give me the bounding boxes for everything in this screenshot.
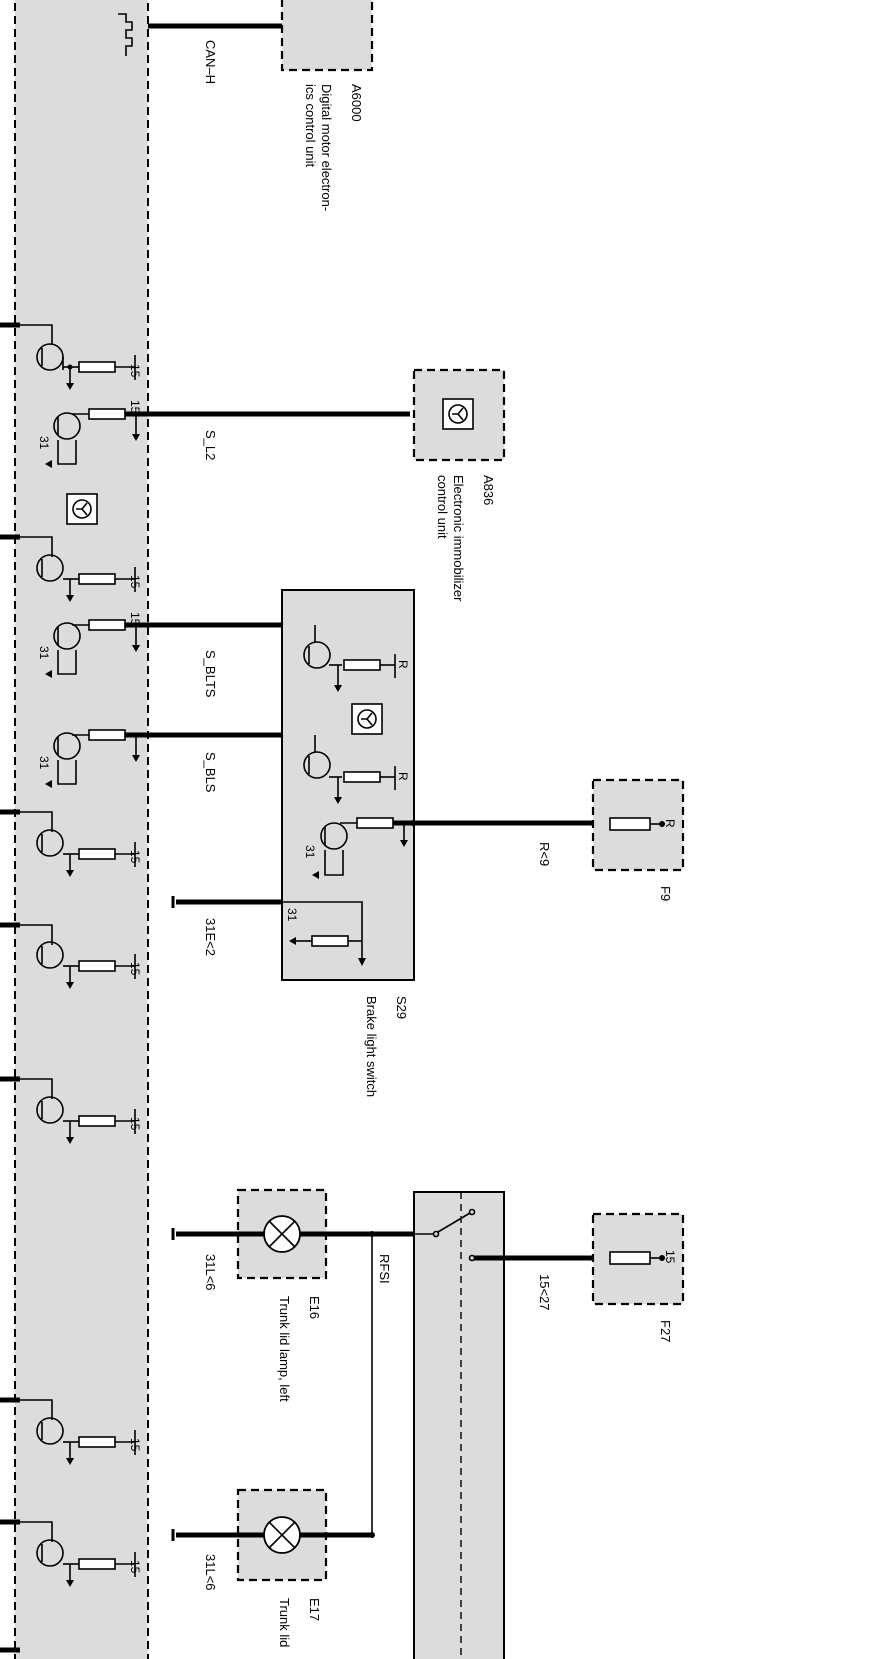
a6000-control-unit xyxy=(280,0,374,72)
s-bls-label: S_BLS xyxy=(203,752,218,793)
a6000-name-line2: ics control unit xyxy=(303,84,318,167)
pin-15: 15 xyxy=(128,962,142,976)
pin-15: 15 xyxy=(128,612,142,626)
pin-15: 15 xyxy=(128,1117,142,1131)
f27-fuse: 15 xyxy=(591,1212,685,1306)
f27-id: F27 xyxy=(658,1320,673,1342)
control-module-block xyxy=(14,0,149,1659)
s29-pin-r: R xyxy=(396,660,410,669)
f9-pin: R xyxy=(663,819,677,828)
e17-ground-label: 31L<6 xyxy=(203,1554,218,1591)
s-blts-label: S_BLTS xyxy=(203,650,218,698)
e17-id: E17 xyxy=(307,1598,322,1621)
a836-name-line2: control unit xyxy=(435,475,450,539)
a836-id: A836 xyxy=(481,475,496,505)
rfsi-label: RFSI xyxy=(377,1254,392,1284)
e16-ground-label: 31L<6 xyxy=(203,1254,218,1291)
a836-name-line1: Electronic immobilizer xyxy=(451,475,466,602)
a836-control-unit xyxy=(412,368,506,462)
driver-stage-7: 15 xyxy=(0,922,142,989)
e31-2-label: 31E<2 xyxy=(203,918,218,956)
f27-pin: 15 xyxy=(663,1250,677,1264)
s-l2-label: S_L2 xyxy=(203,430,218,460)
pin-15: 15 xyxy=(128,1560,142,1574)
e16-id: E16 xyxy=(307,1296,322,1319)
s29-id: S29 xyxy=(394,996,409,1019)
t15-27-label: 15<27 xyxy=(537,1274,552,1311)
s29-pin-31: 31 xyxy=(303,845,317,859)
f9-fuse: R xyxy=(591,778,685,872)
s29-pin-r: R xyxy=(396,772,410,781)
a6000-name-line1: Digital motor electron- xyxy=(319,84,334,211)
can-h-label: CAN–H xyxy=(203,40,218,84)
pin-15: 15 xyxy=(128,575,142,589)
s29-pin-31: 31 xyxy=(285,908,299,922)
driver-stage-9: 15 xyxy=(0,1397,142,1465)
pin-15: 15 xyxy=(128,364,142,378)
pin-31: 31 xyxy=(37,436,51,450)
pin-31: 31 xyxy=(37,646,51,660)
s29-brake-light-switch: R R 31 31 xyxy=(281,589,415,981)
driver-stage-4-s-blts: 31 15 xyxy=(37,612,142,678)
driver-stage-3: 15 xyxy=(0,534,142,602)
driver-stage-8: 15 xyxy=(0,1076,142,1144)
s29-name: Brake light switch xyxy=(364,996,379,1097)
pin-15: 15 xyxy=(128,1438,142,1452)
driver-stage-10: 15 xyxy=(0,1519,142,1587)
pin-15: 15 xyxy=(128,850,142,864)
r9-label: R<9 xyxy=(537,842,552,866)
a6000-id: A6000 xyxy=(349,84,364,122)
can-bus-symbol xyxy=(118,13,133,56)
pin-15: 15 xyxy=(128,400,142,414)
immobilizer-symbol xyxy=(66,493,98,525)
driver-stage-1: 15 xyxy=(0,322,142,390)
driver-stage-5-s-bls: 31 xyxy=(37,729,140,788)
f9-id: F9 xyxy=(658,886,673,901)
e16-name: Trunk lid lamp, left xyxy=(277,1296,292,1402)
trunk-lid-switch-block xyxy=(413,1191,505,1659)
e17-name: Trunk lid xyxy=(277,1598,292,1647)
pin-31: 31 xyxy=(37,756,51,770)
driver-stage-6: 15 xyxy=(0,809,142,877)
